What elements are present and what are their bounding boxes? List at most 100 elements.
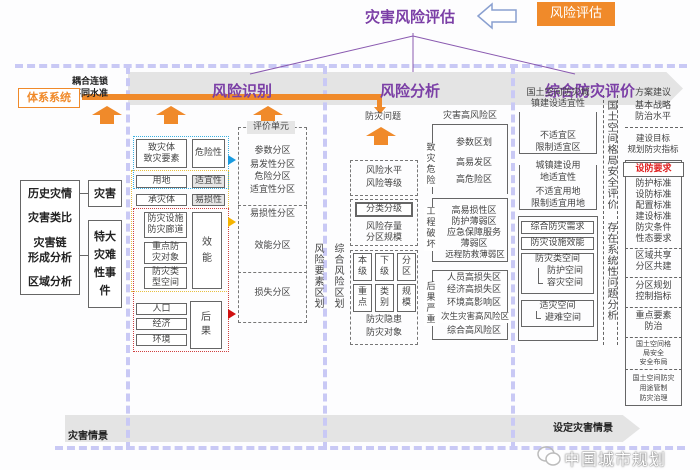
suitability-items: 不适宜区 限制适宜区	[535, 131, 581, 153]
economy-box: 经济	[136, 318, 187, 330]
divider	[625, 307, 682, 308]
bottom-divider	[55, 446, 685, 450]
group-label: 致 灾 危 险	[424, 143, 438, 187]
systemic-problem-analysis: 存在系统性问题分析	[605, 222, 616, 321]
column-divider	[323, 66, 327, 450]
high-risk-item: 防护薄弱区	[451, 217, 497, 227]
consequence-box: 后 果	[190, 301, 222, 349]
group-label: 工 程 破 坏	[424, 207, 438, 251]
tree-line	[536, 311, 541, 319]
risk-assessment-tag: 风险评估	[537, 2, 615, 26]
coupling-label: 耦合连锁 不同水准	[72, 77, 109, 99]
key-object-box: 重点防 灾对象	[144, 242, 187, 264]
bracket	[519, 112, 597, 154]
refuge-space: 避难空间	[544, 313, 581, 323]
grid-cell: 类 别	[375, 284, 394, 312]
divider	[625, 277, 682, 278]
requirement-box: 设防要求	[623, 162, 684, 177]
arrow-down-icon	[374, 107, 386, 114]
demand-box: 综合防灾需求	[521, 221, 594, 234]
level-box	[350, 160, 418, 196]
high-risk-item: 高易发区	[455, 158, 492, 168]
divider	[625, 127, 683, 128]
arrow-up-icon	[366, 127, 396, 145]
protect-space: 防护空间	[546, 266, 583, 276]
space-group	[521, 253, 594, 294]
set-scenario-label: 设定灾害情景	[553, 423, 613, 434]
group-label: 后 果 严 重	[424, 282, 438, 326]
target-text: 建设目标 规划防灾指标	[627, 134, 679, 155]
grid-cell: 本 级	[353, 253, 372, 281]
high-risk-item: 环境高影响区	[446, 298, 501, 308]
consequence-group	[133, 208, 229, 352]
unit-item: 易发性分区	[249, 160, 295, 170]
land-title: 城镇建设用 地适宜性	[535, 161, 581, 183]
wechat-icon	[537, 446, 561, 466]
spatial-safety-eval: 国土空间格局安全评价	[605, 100, 616, 210]
demand-group	[518, 216, 598, 341]
pointer-red-icon	[228, 309, 236, 319]
divider	[625, 248, 682, 249]
element-zoning-label: 风险要素区划	[312, 243, 323, 309]
high-risk-item: 高危险区	[455, 175, 492, 185]
unit-item: 适宜性分区	[249, 185, 295, 195]
high-risk-title: 灾害高风险区	[442, 111, 497, 121]
grid-cell: 分 区	[397, 253, 416, 281]
land-box: 用地	[136, 175, 187, 188]
bracket	[519, 165, 597, 210]
grid-group	[350, 250, 418, 345]
unit-item: 效能分区	[254, 241, 291, 251]
unit-item: 参数分区	[254, 146, 291, 156]
arrow-up-icon	[253, 106, 283, 124]
connector	[80, 255, 88, 256]
safety-text: 国土空间格 局安全 安全布局	[636, 340, 671, 366]
land-items: 不适宜用地 限制适宜用地	[530, 187, 585, 209]
units-header: 评价单元	[247, 121, 295, 134]
system-arrow-drop	[377, 94, 382, 108]
grid-cell: 下 级	[375, 253, 394, 281]
comprehensive-zoning-label: 综合风险区划	[332, 243, 343, 309]
history-item: 灾害链 形成分析	[28, 235, 72, 264]
fit-space-title: 适灾空间	[539, 301, 576, 311]
efficacy-box: 效 能	[192, 212, 222, 289]
divider	[603, 95, 604, 345]
facility-box: 防灾设施 防灾廊道	[144, 212, 187, 238]
high-risk-item: 高易损性区	[451, 206, 497, 216]
bearer-attr: 易损性	[192, 194, 225, 206]
arrow-left-icon	[476, 2, 517, 30]
use-control-text: 国土空间防灾 用途管制 防灾治理	[632, 374, 675, 402]
column-divider	[511, 66, 515, 450]
proposal-column	[625, 160, 682, 406]
hidden-danger-text: 防灾隐患 防灾对象	[365, 315, 402, 338]
history-item: 区域分析	[28, 275, 72, 289]
divider	[625, 337, 682, 338]
tree-line	[538, 268, 543, 284]
unit-item: 易损性分区	[249, 209, 295, 219]
scenario-label: 灾害情景	[68, 431, 108, 442]
bearer-box: 承灾体	[136, 194, 187, 206]
history-box: 历史灾情 灾害类比 灾害链 形成分析 区域分析	[20, 180, 80, 295]
space-type-box: 防灾类 型空间	[144, 267, 187, 289]
hazard-box: 致灾体 致灾要素	[136, 139, 187, 168]
level-text: 风险水平 风险等级	[365, 166, 402, 189]
pointer-blue-icon	[228, 155, 236, 165]
fit-space-group	[521, 300, 594, 327]
unit-item: 危险分区	[254, 172, 291, 182]
arrow-up-icon	[92, 106, 122, 124]
disaster-box: 灾害	[88, 180, 122, 207]
history-item: 历史灾情	[28, 186, 72, 200]
strategy-text: 基本战略 防治水平	[634, 101, 671, 122]
arrow-up-icon	[156, 106, 186, 124]
shelter-space: 容灾空间	[546, 278, 583, 288]
classify-box: 分类分级	[355, 202, 413, 217]
connector-lines	[249, 33, 576, 75]
proposal-title: 方案建议	[634, 88, 671, 98]
diagram-title: 灾害风险评估	[365, 8, 456, 26]
high-risk-item: 人员高损失区	[446, 273, 501, 283]
major-event-box: 特大 灾难 性事 件	[88, 220, 122, 308]
high-risk-item: 参数区划	[455, 138, 492, 148]
facility-efficacy-box: 防灾设施效能	[521, 237, 594, 250]
watermark: 中国城市规划	[564, 450, 667, 469]
pointer-yellow-icon	[228, 217, 236, 227]
environment-box: 环境	[136, 334, 187, 346]
